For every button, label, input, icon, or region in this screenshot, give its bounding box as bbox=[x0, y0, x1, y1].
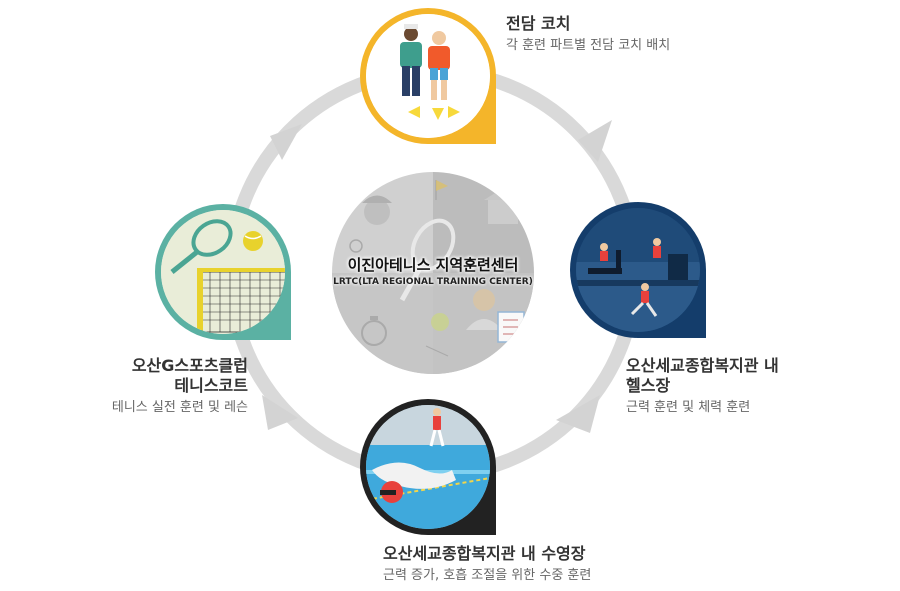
label-pool: 오산세교종합복지관 내 수영장 근력 증가, 호흡 조절을 위한 수중 훈련 bbox=[383, 544, 591, 585]
athlete-icon bbox=[653, 238, 661, 246]
label-pool-title: 오산세교종합복지관 내 수영장 bbox=[383, 544, 586, 563]
node-tennis-court bbox=[155, 204, 291, 340]
label-gym: 오산세교종합복지관 내 헬스장 근력 훈련 및 체력 훈련 bbox=[626, 356, 779, 417]
label-pool-desc: 근력 증가, 호흡 조절을 위한 수중 훈련 bbox=[383, 568, 592, 583]
tennis-ball-icon bbox=[243, 231, 263, 251]
center-subtitle: LRTC(LTA REGIONAL TRAINING CENTER) bbox=[333, 277, 533, 287]
ring-arrow-bottom-left bbox=[262, 395, 298, 430]
label-coach-desc: 각 훈련 파트별 전담 코치 배치 bbox=[506, 38, 671, 53]
label-gym-title-2: 헬스장 bbox=[626, 376, 671, 395]
label-tennis-court: 오산G스포츠클럽 테니스코트 테니스 실전 훈련 및 레슨 bbox=[60, 356, 248, 417]
runner-icon bbox=[600, 243, 608, 251]
label-tennis-title-2: 테니스코트 bbox=[174, 376, 248, 395]
ring-arrow-bottom-right bbox=[556, 395, 600, 433]
ring-arrow-top-right bbox=[578, 120, 612, 162]
label-tennis-desc: 테니스 실전 훈련 및 레슨 bbox=[111, 400, 248, 415]
label-gym-title-1: 오산세교종합복지관 내 bbox=[626, 356, 779, 375]
node-pool bbox=[360, 399, 496, 535]
center-title-block: 이진아테니스 지역훈련센터 LRTC(LTA REGIONAL TRAINING… bbox=[318, 255, 548, 289]
center-title: 이진아테니스 지역훈련센터 bbox=[347, 256, 519, 274]
ring-arrow-top-left bbox=[270, 124, 302, 160]
node-coach bbox=[360, 8, 496, 144]
coach-figure-icon bbox=[404, 27, 418, 41]
label-coach: 전담 코치 각 훈련 파트별 전담 코치 배치 bbox=[506, 14, 670, 55]
label-gym-desc: 근력 훈련 및 체력 훈련 bbox=[626, 400, 751, 415]
label-coach-title: 전담 코치 bbox=[506, 14, 571, 33]
swimmer-standing-icon bbox=[433, 408, 441, 416]
label-tennis-title-1: 오산G스포츠클럽 bbox=[131, 356, 248, 375]
coach-figure-icon-2 bbox=[432, 31, 446, 45]
tennis-racket-icon bbox=[191, 219, 233, 257]
lunge-athlete-icon bbox=[641, 283, 649, 291]
node-gym bbox=[570, 202, 706, 338]
